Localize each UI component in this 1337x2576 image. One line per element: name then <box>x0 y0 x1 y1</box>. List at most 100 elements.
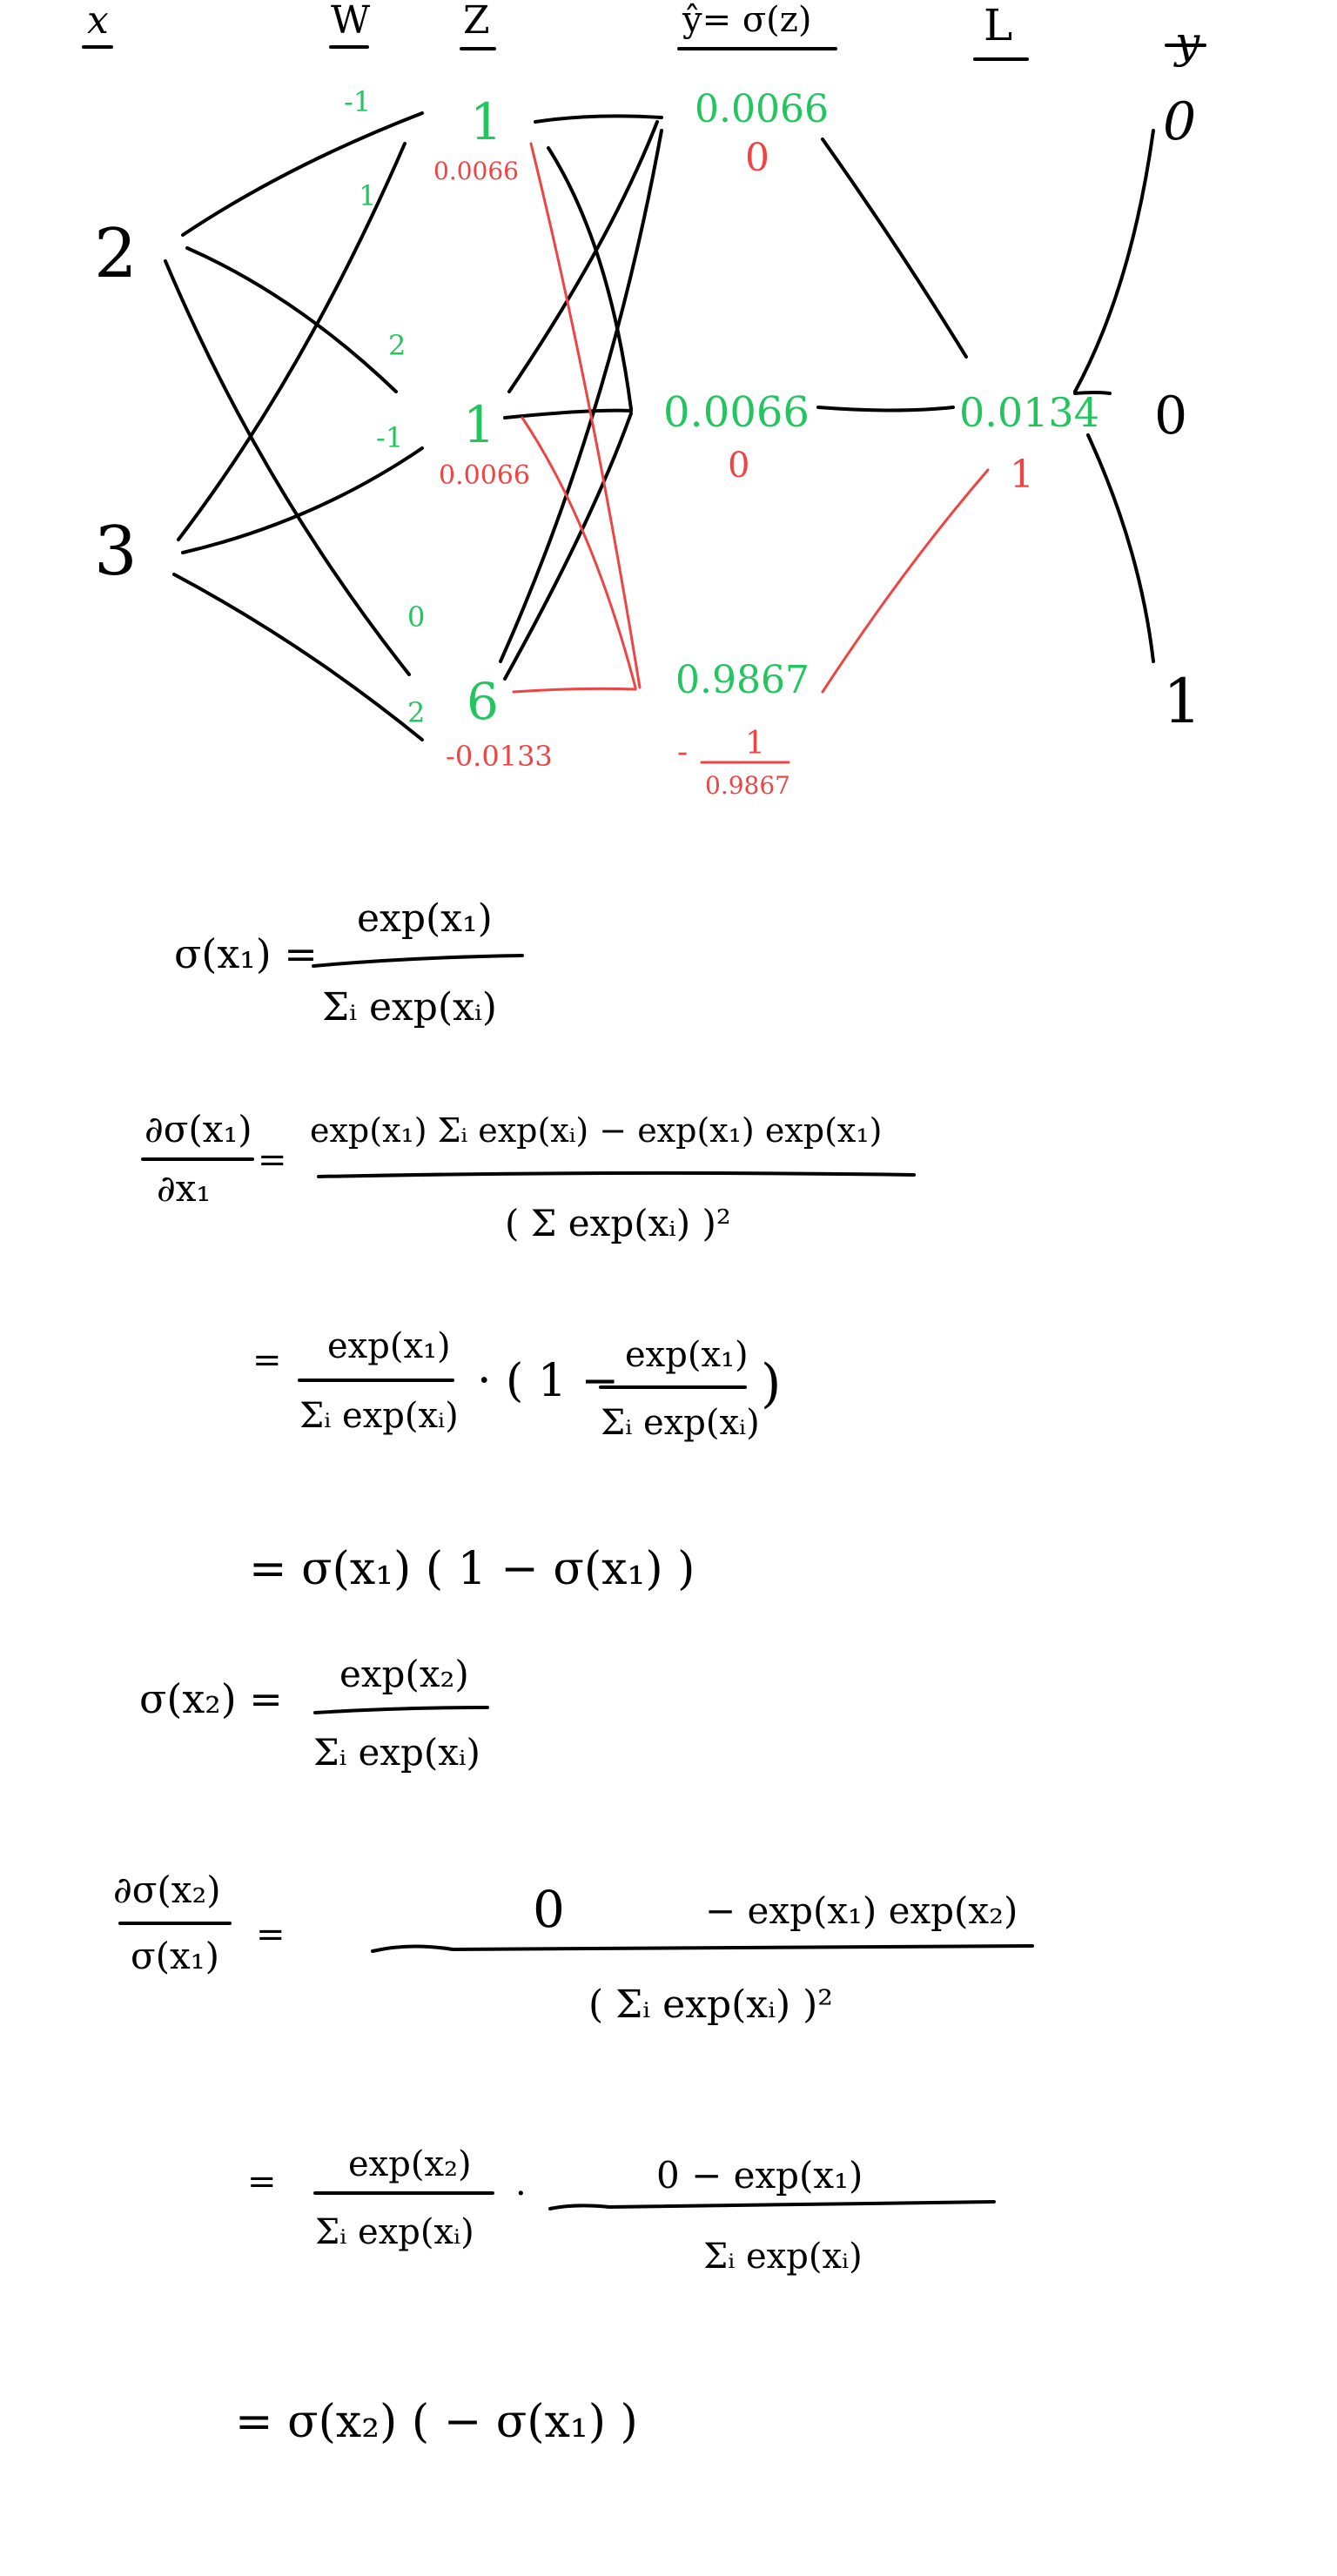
z-nodes: 1 0.0066 1 0.0066 6 -0.0133 <box>433 92 553 773</box>
d1-step2-b-prefix: · ( 1 − <box>477 1355 619 1407</box>
equation-derivative-x1-step2: = exp(x₁) Σᵢ exp(xᵢ) · ( 1 − exp(x₁) Σᵢ … <box>252 1326 781 1443</box>
yhat-node-1: 0.0066 <box>695 87 829 131</box>
d1-step2-eq: = <box>252 1340 282 1380</box>
target-y1: 0 <box>1163 91 1196 152</box>
header-z: Z <box>463 0 490 43</box>
target-nodes: 0 0 1 <box>1154 91 1202 737</box>
edge-z3-yhat1 <box>499 129 663 663</box>
edge-z2-yhat1 <box>507 120 659 393</box>
header-y: y <box>1173 17 1200 68</box>
d1-result: = σ(x₁) ( 1 − σ(x₁) ) <box>249 1543 695 1595</box>
weight-w3: 2 <box>388 329 406 362</box>
edge-loss-y2 <box>1073 391 1112 395</box>
z-node-3: 6 <box>467 672 499 731</box>
softmax-x2-den: Σᵢ exp(xᵢ) <box>313 1731 480 1774</box>
z-grad-1: 0.0066 <box>433 157 519 185</box>
header-y-hat: ŷ= σ(z) <box>682 0 811 40</box>
d1-step2-b-num: exp(x₁) <box>625 1335 749 1375</box>
d2-fraction-bar <box>371 1944 1034 1953</box>
softmax-x2-lhs: σ(x₂) = <box>139 1675 283 1722</box>
d2-step2-b-num: 0 − exp(x₁) <box>656 2154 863 2197</box>
d2-step2-b-bar <box>548 2200 996 2210</box>
d1-step2-a-den: Σᵢ exp(xᵢ) <box>299 1396 459 1436</box>
d2-lhs-num: ∂σ(x₂) <box>113 1868 221 1911</box>
d1-step2-b-den: Σᵢ exp(xᵢ) <box>601 1403 760 1443</box>
loss-to-target-edges <box>1073 129 1155 663</box>
edge-x2-z1 <box>177 142 406 541</box>
d2-step2-a-num: exp(x₂) <box>348 2144 472 2184</box>
edge-x1-z3 <box>164 259 411 676</box>
equation-derivative-x2: ∂σ(x₂) σ(x₁) = 0 − exp(x₁) exp(x₂) ( Σᵢ … <box>113 1868 1034 2027</box>
d2-num-b: − exp(x₁) exp(x₂) <box>705 1889 1018 1932</box>
d1-num: exp(x₁) Σᵢ exp(xᵢ) − exp(x₁) exp(x₁) <box>310 1111 882 1150</box>
input-x2: 3 <box>94 513 138 591</box>
edge-yhat2-loss <box>816 406 955 413</box>
d2-step2-a-den: Σᵢ exp(xᵢ) <box>315 2212 474 2252</box>
edge-z1-yhat2 <box>547 146 633 411</box>
edge-x1-z1 <box>181 111 424 237</box>
edge-loss-y1 <box>1073 129 1155 393</box>
d2-result: = σ(x₂) ( − σ(x₁) ) <box>235 2396 638 2448</box>
d1-step2-a-num: exp(x₁) <box>327 1326 451 1366</box>
d2-eq-sign: = <box>256 1915 286 1955</box>
loss-node: 0.0134 1 <box>959 389 1099 497</box>
softmax-x1-lhs: σ(x₁) = <box>174 930 318 977</box>
weight-w5: 0 <box>407 600 425 634</box>
edge-x1-z2 <box>185 246 398 393</box>
equation-derivative-x1: ∂σ(x₁) ∂x₁ = exp(x₁) Σᵢ exp(xᵢ) − exp(x₁… <box>141 1108 916 1244</box>
d1-lhs-den: ∂x₁ <box>157 1167 211 1210</box>
yhat-grad-3-den: 0.9867 <box>705 771 790 800</box>
yhat-grad-2: 0 <box>728 446 749 486</box>
weight-w1: -1 <box>344 85 371 118</box>
grad-edge-yhat3-loss <box>821 468 990 694</box>
loss-grad: 1 <box>1010 453 1034 497</box>
edge-yhat1-loss <box>821 138 968 359</box>
equation-derivative-x2-step2: = exp(x₂) Σᵢ exp(xᵢ) · 0 − exp(x₁) Σᵢ ex… <box>247 2144 996 2277</box>
yhat-grad-3-sign: - <box>677 735 688 770</box>
yhat-node-2: 0.0066 <box>663 388 810 437</box>
edge-loss-y3 <box>1086 433 1155 663</box>
d2-step2-dot: · <box>515 2174 527 2214</box>
z-grad-3: -0.0133 <box>446 740 553 773</box>
edge-z2-yhat2 <box>503 408 633 419</box>
header-x: x <box>87 0 109 43</box>
softmax-x1-fraction-bar <box>312 954 524 968</box>
d2-step2-b-den: Σᵢ exp(xᵢ) <box>703 2237 863 2277</box>
column-headers: x W Z ŷ= σ(z) L y <box>82 0 1206 68</box>
z-to-yhat-edges <box>499 114 663 681</box>
d1-step2-close: ) <box>761 1353 781 1414</box>
z-grad-2: 0.0066 <box>439 460 530 491</box>
weight-w6: 2 <box>407 696 425 729</box>
d1-eq-sign: = <box>258 1140 287 1180</box>
d1-lhs-num: ∂σ(x₁) <box>144 1108 252 1150</box>
input-x1: 2 <box>94 215 138 293</box>
d2-num-a: 0 <box>533 1880 565 1939</box>
edge-z3-yhat2 <box>503 412 633 681</box>
grad-edge-z3-yhat3 <box>512 687 637 694</box>
yhat-to-loss-edges <box>816 138 968 413</box>
grad-edge-z1-yhat3 <box>529 142 642 689</box>
softmax-x2-num: exp(x₂) <box>339 1653 469 1695</box>
edge-z1-yhat1 <box>534 114 663 124</box>
equation-derivative-x2-result: = σ(x₂) ( − σ(x₁) ) <box>235 2396 638 2448</box>
edge-x2-z2 <box>181 446 424 554</box>
softmax-x2-fraction-bar <box>313 1706 489 1714</box>
weight-w2: 1 <box>359 179 376 212</box>
input-nodes: 2 3 <box>94 215 138 591</box>
input-to-z-edges <box>164 111 424 741</box>
z-node-1: 1 <box>470 92 502 151</box>
header-loss: L <box>984 0 1012 50</box>
d2-lhs-den: σ(x₁) <box>131 1935 219 1977</box>
d2-den: ( Σᵢ exp(xᵢ) )² <box>588 1982 833 2027</box>
weight-labels: -1 1 2 -1 0 2 <box>344 85 425 729</box>
grad-edge-z2-yhat3 <box>521 416 637 689</box>
edge-x2-z3 <box>172 573 424 741</box>
yhat-nodes: 0.0066 0 0.0066 0 0.9867 - 1 0.9867 <box>663 87 829 800</box>
target-y2: 0 <box>1154 386 1187 446</box>
softmax-x1-num: exp(x₁) <box>357 896 493 941</box>
z-node-2: 1 <box>463 395 495 454</box>
target-y3: 1 <box>1163 666 1202 737</box>
yhat-grad-1: 0 <box>745 136 769 180</box>
equation-softmax-x2: σ(x₂) = exp(x₂) Σᵢ exp(xᵢ) <box>139 1653 489 1774</box>
